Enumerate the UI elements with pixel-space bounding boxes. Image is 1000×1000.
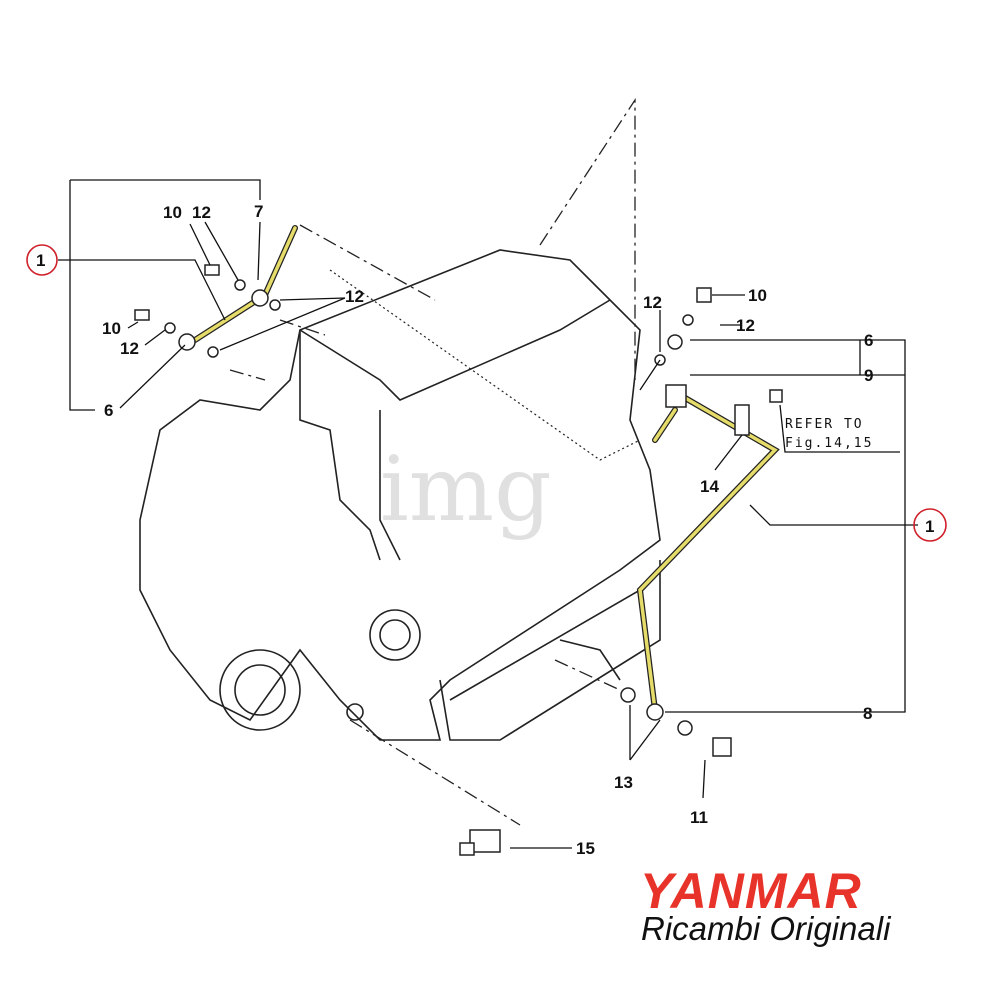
callout-11: 11 — [690, 808, 708, 827]
yanmar-logo: YANMAR — [640, 863, 862, 919]
callout-8: 8 — [863, 704, 872, 723]
callout-12: 12 — [345, 287, 364, 306]
callout-14: 14 — [700, 477, 719, 496]
callout-6: 6 — [104, 401, 113, 420]
callout-6: 6 — [864, 331, 873, 350]
callout-12: 12 — [120, 339, 139, 358]
refer-to-text: REFER TO — [785, 417, 864, 432]
highlight-circle-left — [26, 244, 58, 276]
refer-fig-text: Fig.14,15 — [785, 436, 873, 451]
callout-15: 15 — [576, 839, 595, 858]
brand-tagline: Ricambi Originali — [641, 910, 891, 947]
callout-1-right: 1 — [925, 517, 934, 536]
engine-outline: img — [139, 249, 661, 741]
callout-9: 9 — [864, 366, 873, 385]
highlight-circle-right — [913, 508, 947, 542]
callout-labels: 1 7 10 12 12 10 12 6 12 10 12 6 9 REFER … — [36, 202, 934, 858]
callout-12: 12 — [736, 316, 755, 335]
callout-10: 10 — [163, 203, 182, 222]
callout-10: 10 — [102, 319, 121, 338]
callout-12: 12 — [192, 203, 211, 222]
callout-1-left: 1 — [36, 251, 45, 270]
callout-12: 12 — [643, 293, 662, 312]
callout-10: 10 — [748, 286, 767, 305]
callout-7: 7 — [254, 202, 263, 221]
callout-13: 13 — [614, 773, 633, 792]
watermark: img — [380, 437, 552, 542]
